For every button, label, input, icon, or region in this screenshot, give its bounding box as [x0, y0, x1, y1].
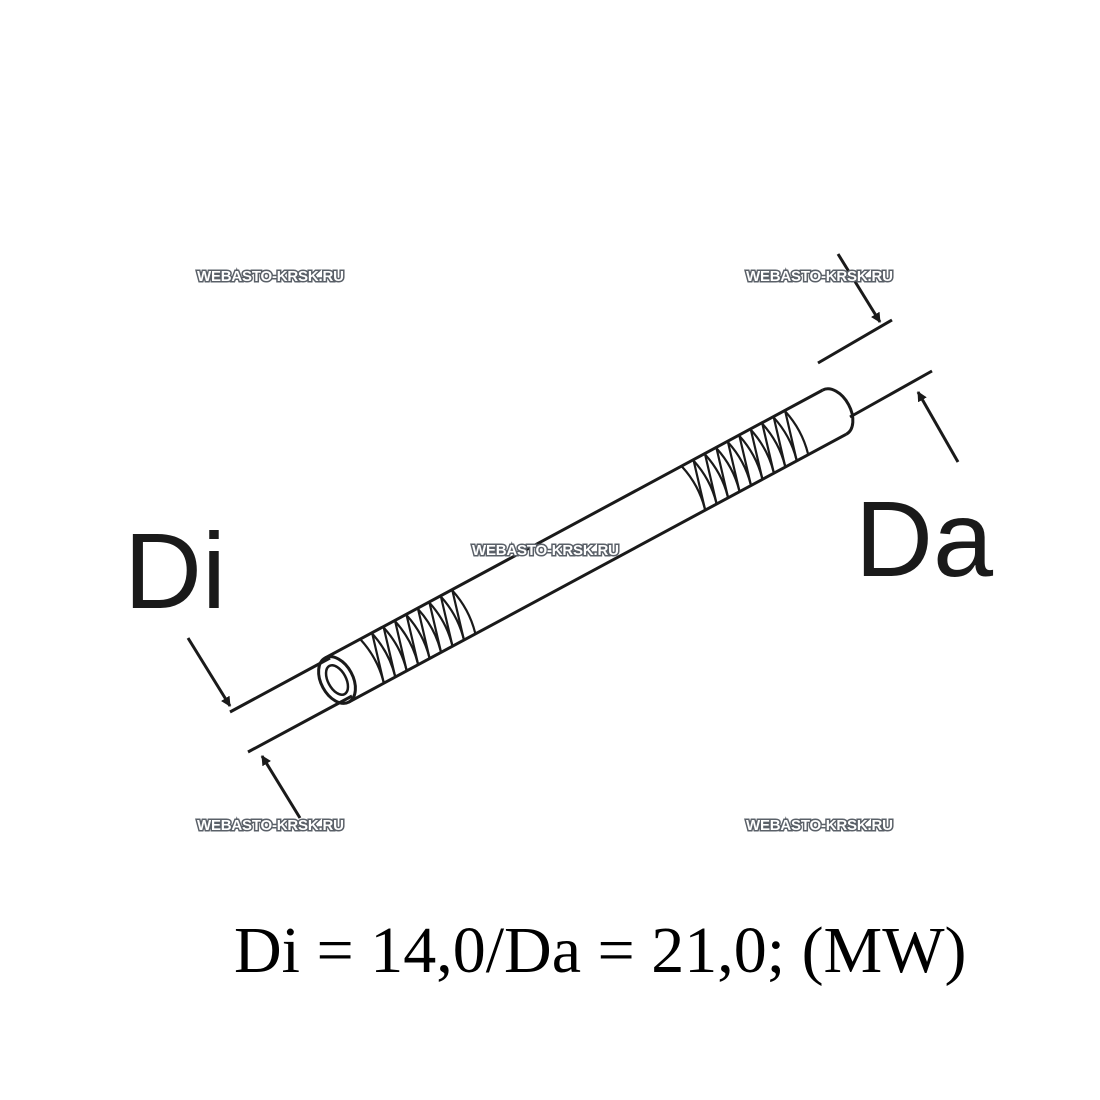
- di-arrow-lower: [260, 755, 302, 819]
- di-label: Di: [124, 510, 226, 631]
- watermark-bottom-left: WEBASTO-KRSK.RU: [197, 817, 344, 834]
- dimension-arrows: [186, 253, 960, 819]
- spiral-wire-far: [681, 410, 810, 510]
- da-arrow-upper: [836, 253, 882, 323]
- hose-far-end: [821, 387, 855, 436]
- watermark-bottom-right: WEBASTO-KRSK.RU: [746, 817, 893, 834]
- da-arrow: [916, 391, 960, 463]
- hose-tube: [317, 387, 855, 705]
- dimension-lines: [229, 318, 933, 754]
- dimensions-caption: Di = 14,0/Da = 21,0; (MW): [234, 914, 967, 987]
- watermark-top-right: WEBASTO-KRSK.RU: [746, 268, 893, 285]
- watermark-center: WEBASTO-KRSK.RU: [472, 542, 619, 559]
- hose-inner-bore: [324, 664, 350, 696]
- da-label: Da: [855, 478, 994, 599]
- spiral-wire-near: [360, 589, 477, 683]
- watermark-top-left: WEBASTO-KRSK.RU: [197, 268, 344, 285]
- di-arrow: [186, 637, 232, 707]
